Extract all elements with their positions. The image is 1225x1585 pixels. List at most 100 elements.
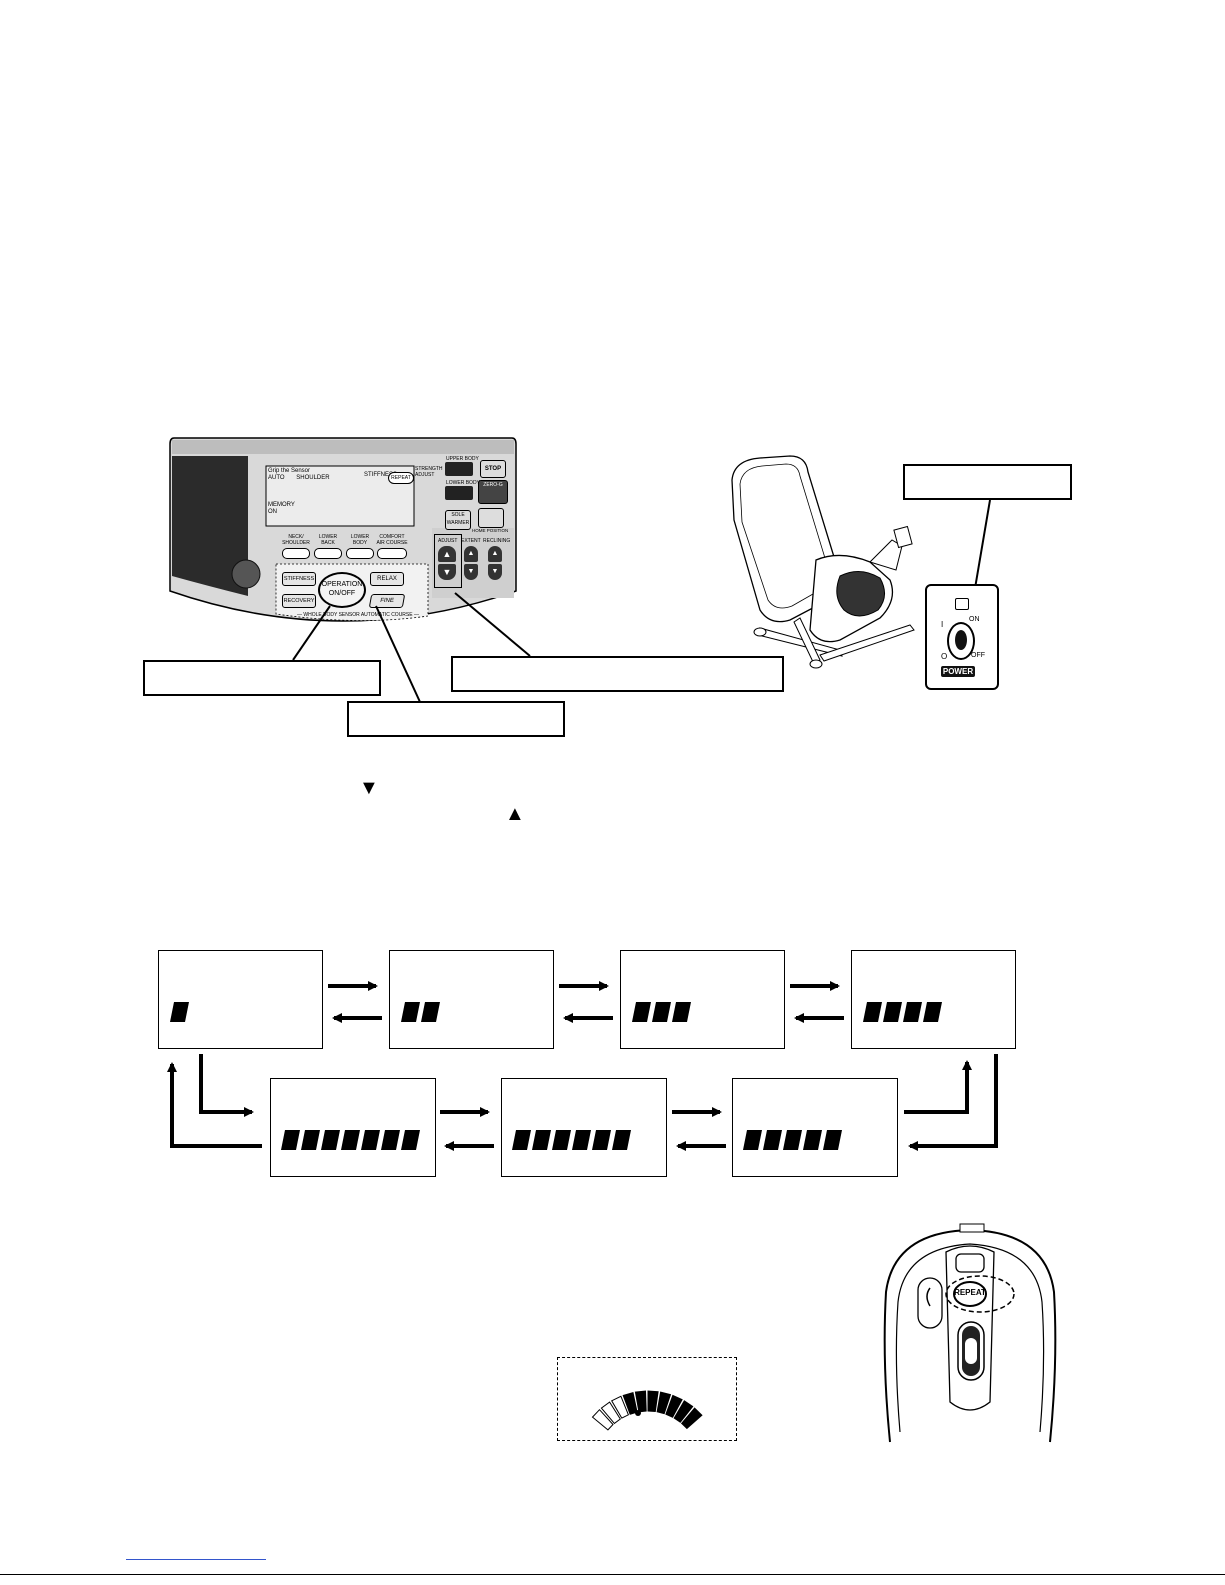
power-label: POWER (941, 666, 975, 677)
lower-back-button[interactable]: LOWER BACK (314, 534, 342, 564)
recovery-button[interactable]: RECOVERY (282, 594, 316, 608)
gauge-segment (665, 1394, 683, 1418)
level-box-1 (158, 950, 323, 1049)
level-6-segment (552, 1130, 571, 1150)
stop-button[interactable]: STOP (480, 460, 506, 478)
level-3-segment (652, 1002, 671, 1022)
level-7-segment (301, 1130, 320, 1150)
lower-body-adjust[interactable] (445, 486, 473, 500)
adjust-down-button[interactable]: ▼ (438, 564, 456, 580)
extent-up-button[interactable]: ▲ (464, 546, 478, 562)
power-callout-box (903, 464, 1072, 500)
level-5-segment (783, 1130, 802, 1150)
level-3-segment (632, 1002, 651, 1022)
stiffness-button[interactable]: STIFFNESS (282, 572, 316, 586)
bottom-rule (0, 1574, 1225, 1575)
level-6-segment (532, 1130, 551, 1150)
lcd-memory: MEMORY (268, 502, 295, 508)
gauge-segment (680, 1407, 703, 1430)
strength-adjust-label: STRENGTH ADJUST (415, 466, 443, 478)
level-1-segment (170, 1002, 189, 1022)
level-3-segment (672, 1002, 691, 1022)
level-5-segment (823, 1130, 842, 1150)
massage-chair-illustration (720, 450, 930, 680)
upper-body-label: UPPER BODY (446, 456, 479, 462)
adjust-up-button[interactable]: ▲ (438, 546, 456, 562)
level-arrows (167, 981, 998, 1151)
level-6-segment (592, 1130, 611, 1150)
gauge-segment (622, 1391, 638, 1415)
reclining-up-button[interactable]: ▲ (488, 546, 502, 562)
lcd-stiffness: STIFFNESS (364, 472, 398, 478)
gauge-segment (656, 1391, 672, 1415)
power-switch-knob[interactable] (947, 622, 975, 660)
reclining-down-button[interactable]: ▼ (488, 564, 502, 580)
remote-illustration: REPEAT (880, 1222, 1060, 1444)
upper-body-adjust[interactable] (445, 462, 473, 476)
gauge-segments (591, 1390, 703, 1431)
repeat-button[interactable]: REPEAT (954, 1288, 986, 1297)
control-panel: Grip the Sensor AUTO SHOULDER MEMORY ON … (168, 436, 518, 626)
home-position-label: HOME POSITION (472, 528, 509, 533)
lcd-display: Grip the Sensor AUTO SHOULDER MEMORY ON … (268, 468, 412, 524)
level-7-segment (401, 1130, 420, 1150)
power-switch-inset: ON OFF I O POWER (925, 584, 999, 690)
level-7-segment (361, 1130, 380, 1150)
level-4-segment (903, 1002, 922, 1022)
home-position-button[interactable] (478, 508, 504, 528)
lcd-grip-text: Grip the Sensor (268, 468, 311, 474)
gauge-inset (557, 1357, 737, 1441)
bottom-link-rule (126, 1559, 266, 1560)
neck-shoulder-button[interactable]: NECK/ SHOULDER (282, 534, 310, 564)
power-o-mark: O (941, 652, 948, 661)
level-7-segment (281, 1130, 300, 1150)
level-6-segment (512, 1130, 531, 1150)
level-2-segment (421, 1002, 440, 1022)
power-off-text: OFF (971, 652, 985, 659)
level-box-7 (270, 1078, 436, 1177)
level-7-segment (341, 1130, 360, 1150)
level-diagram (167, 981, 998, 1151)
lcd-on: ON (268, 509, 277, 515)
adjust-group (434, 534, 462, 588)
operation-callout-box (143, 660, 381, 696)
gauge-dot (635, 1410, 641, 1416)
gauge-segment (634, 1390, 647, 1413)
level-4-segment (863, 1002, 882, 1022)
extent-down-button[interactable]: ▼ (464, 564, 478, 580)
gauge-segment (673, 1400, 694, 1423)
level-6-segment (612, 1130, 631, 1150)
relax-button[interactable]: RELAX (370, 572, 404, 586)
level-box-6 (501, 1078, 667, 1177)
lcd-shoulder: SHOULDER (296, 475, 330, 481)
level-box-5 (732, 1078, 898, 1177)
lower-body-label: LOWER BODY (446, 480, 480, 486)
lcd-auto: AUTO (268, 475, 285, 481)
level-box-3 (620, 950, 785, 1049)
level-4-segment (923, 1002, 942, 1022)
adjust-label: ADJUST (438, 538, 458, 544)
adjust-callout-box (451, 656, 784, 692)
sole-warmer-button[interactable]: SOLE WARMER (445, 510, 471, 530)
zero-g-button[interactable]: ZERO-G (478, 480, 508, 504)
level-7-segment (321, 1130, 340, 1150)
extent-label: EXTENT (461, 538, 481, 544)
level-2-segment (401, 1002, 420, 1022)
level-box-4 (851, 950, 1016, 1049)
level-5-segment (763, 1130, 782, 1150)
power-indicator (955, 598, 969, 610)
comfort-air-course-button[interactable]: COMFORT AIR COURSE (376, 534, 408, 564)
down-arrow-icon: ▼ (359, 777, 379, 799)
level-box-2 (389, 950, 554, 1049)
level-5-segment (743, 1130, 762, 1150)
level-5-segment (803, 1130, 822, 1150)
gauge-segment (591, 1408, 614, 1431)
lower-body-button[interactable]: LOWER BODY (346, 534, 374, 564)
gauge-segment (610, 1395, 630, 1419)
fine-callout-box (347, 701, 565, 737)
gauge-segment (647, 1390, 659, 1413)
level-bars (170, 1002, 942, 1150)
level-7-segment (381, 1130, 400, 1150)
up-arrow-icon: ▲ (505, 803, 525, 825)
